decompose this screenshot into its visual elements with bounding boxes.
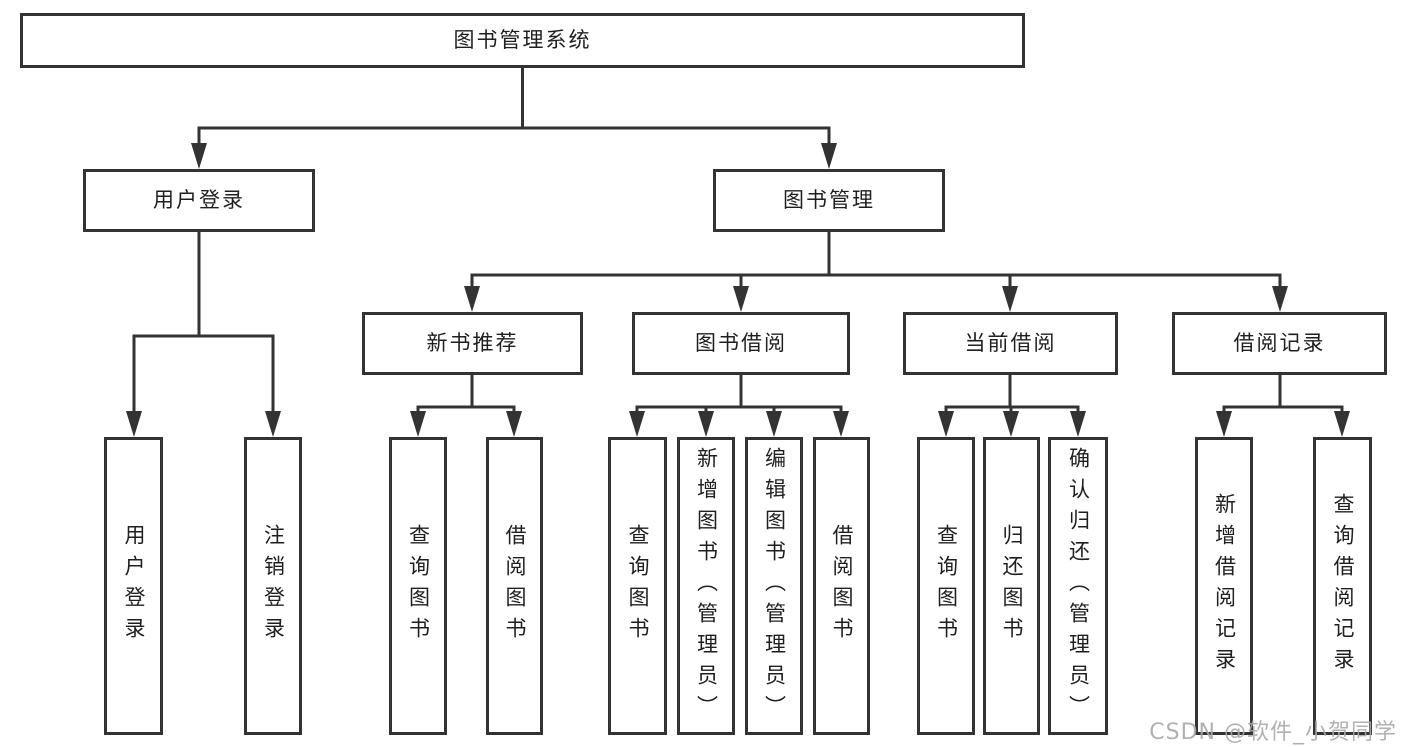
node-book-management: 图书管理 (713, 169, 945, 232)
leaf-return-books: 归还图书 (983, 437, 1040, 735)
leaf-edit-book-admin: 编辑图书（管理员） (745, 437, 803, 735)
leaf-query-borrow-record: 查询借阅记录 (1313, 437, 1372, 735)
node-current-borrowing: 当前借阅 (903, 312, 1118, 375)
leaf-user-login: 用户登录 (104, 437, 163, 735)
csdn-watermark: CSDN @软件_小贺同学 (1149, 720, 1397, 745)
leaf-logout: 注销登录 (244, 437, 302, 735)
leaf-query-books-borrowing: 查询图书 (608, 437, 667, 735)
leaf-query-books-recommend: 查询图书 (389, 437, 447, 735)
node-book-borrowing: 图书借阅 (632, 312, 850, 375)
leaf-add-book-admin: 新增图书（管理员） (677, 437, 735, 735)
arrow-down-icons (126, 143, 1350, 437)
leaf-add-borrow-record: 新增借阅记录 (1195, 437, 1253, 735)
node-library-management-system: 图书管理系统 (20, 13, 1025, 68)
node-user-login: 用户登录 (83, 169, 315, 232)
leaf-confirm-return-admin: 确认归还（管理员） (1048, 437, 1108, 735)
leaf-query-books-current: 查询图书 (917, 437, 975, 735)
node-borrowing-records: 借阅记录 (1172, 312, 1387, 375)
leaf-borrow-books-borrowing: 借阅图书 (813, 437, 870, 735)
leaf-borrow-books-recommend: 借阅图书 (486, 437, 543, 735)
node-new-book-recommendation: 新书推荐 (362, 312, 583, 375)
